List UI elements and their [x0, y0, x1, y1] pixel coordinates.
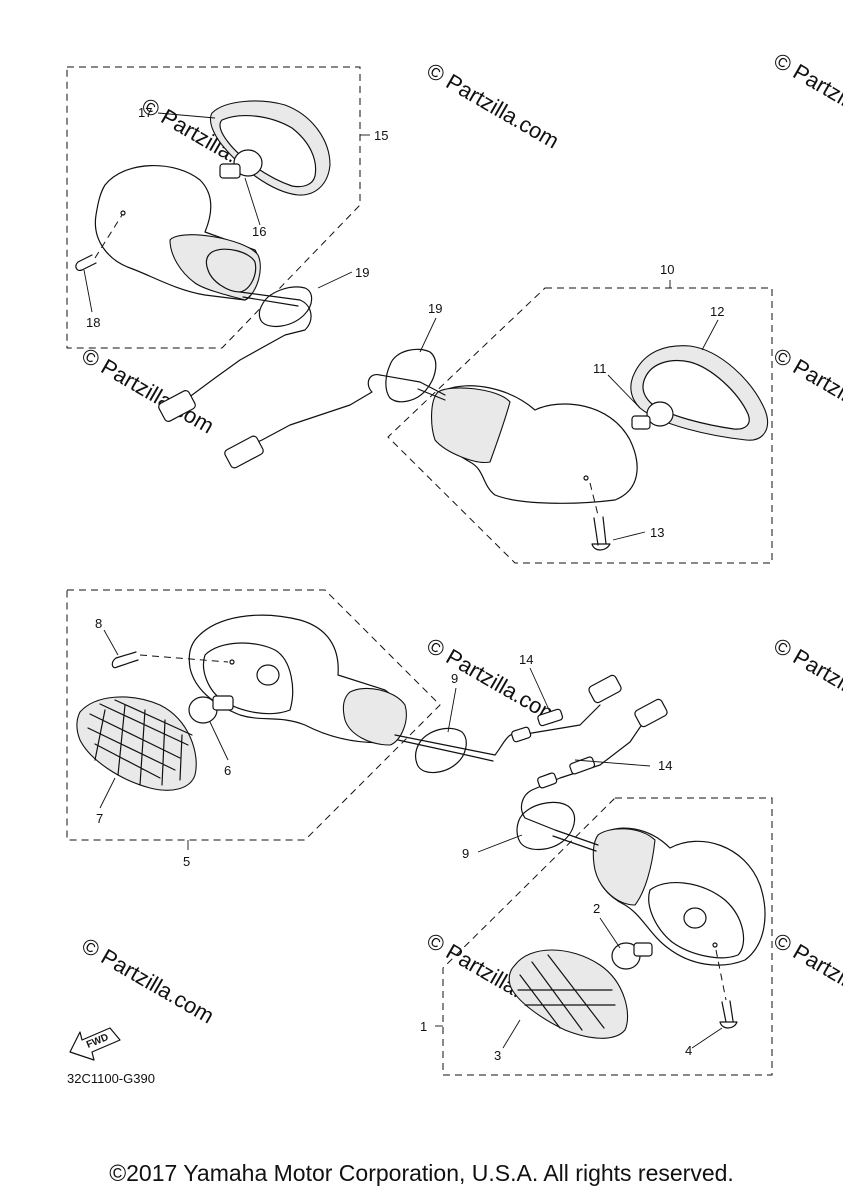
callouts: 17 15 16 19 18 10 19 12 11 13 8 9 14 6 1… — [86, 105, 724, 1063]
diagram-code: 32C1100-G390 — [67, 1071, 155, 1086]
leader-lines — [83, 112, 723, 1049]
callout-13: 13 — [650, 525, 664, 540]
callout-9-a: 9 — [451, 671, 458, 686]
callout-7: 7 — [96, 811, 103, 826]
callout-5: 5 — [183, 854, 190, 869]
callout-8: 8 — [95, 616, 102, 631]
connector-15 — [158, 389, 196, 423]
callout-12: 12 — [710, 304, 724, 319]
screw-4 — [719, 1000, 738, 1029]
assembly-15-rear-left-signal — [66, 66, 370, 423]
callout-1: 1 — [420, 1019, 427, 1034]
lens-3 — [508, 949, 629, 1039]
watermark: © Partzilla.com — [423, 58, 564, 154]
callout-4: 4 — [685, 1043, 692, 1058]
bulb-11 — [646, 401, 674, 427]
assembly-5-front-left-signal — [66, 589, 622, 850]
grommet-19-a — [258, 286, 313, 328]
lens-7 — [76, 696, 197, 791]
callout-14-b: 14 — [658, 758, 672, 773]
callout-9-b: 9 — [462, 846, 469, 861]
assembly-10-rear-right-signal — [224, 280, 773, 564]
watermark: © Partzilla.com — [770, 48, 843, 144]
callout-17: 17 — [138, 105, 152, 120]
watermark: © Partzilla.com — [770, 343, 843, 439]
callout-19-b: 19 — [428, 301, 442, 316]
screw-8 — [111, 651, 139, 669]
callout-14-a: 14 — [519, 652, 533, 667]
callout-15: 15 — [374, 128, 388, 143]
grommet-9-a — [414, 727, 467, 774]
callout-11: 11 — [593, 361, 607, 376]
callout-10: 10 — [660, 262, 674, 277]
connector-10 — [224, 435, 264, 469]
fwd-arrow-icon: FWD — [69, 1027, 121, 1061]
connector-5 — [588, 674, 622, 704]
callout-18: 18 — [86, 315, 100, 330]
assembly-10-outline — [387, 287, 773, 564]
sleeve-14-a — [537, 708, 564, 727]
assembly-15-outline — [66, 66, 361, 349]
watermark: © Partzilla.com — [78, 933, 219, 1029]
assembly-5-outline — [66, 589, 441, 841]
copyright-notice: ©2017 Yamaha Motor Corporation, U.S.A. A… — [109, 1160, 734, 1186]
watermark: © Partzilla.com — [770, 928, 843, 1024]
callout-19-a: 19 — [355, 265, 369, 280]
assembly-1-front-right-signal — [435, 698, 773, 1076]
grommet-19-b — [385, 348, 437, 403]
callout-16: 16 — [252, 224, 266, 239]
sleeve-14-b — [569, 756, 596, 775]
screw-18 — [75, 254, 97, 271]
connector-1 — [634, 698, 668, 728]
callout-3: 3 — [494, 1048, 501, 1063]
callout-2: 2 — [593, 901, 600, 916]
callout-6: 6 — [224, 763, 231, 778]
watermark: © Partzilla.com — [770, 633, 843, 729]
screw-13 — [591, 516, 611, 551]
bulb-16 — [233, 149, 263, 177]
